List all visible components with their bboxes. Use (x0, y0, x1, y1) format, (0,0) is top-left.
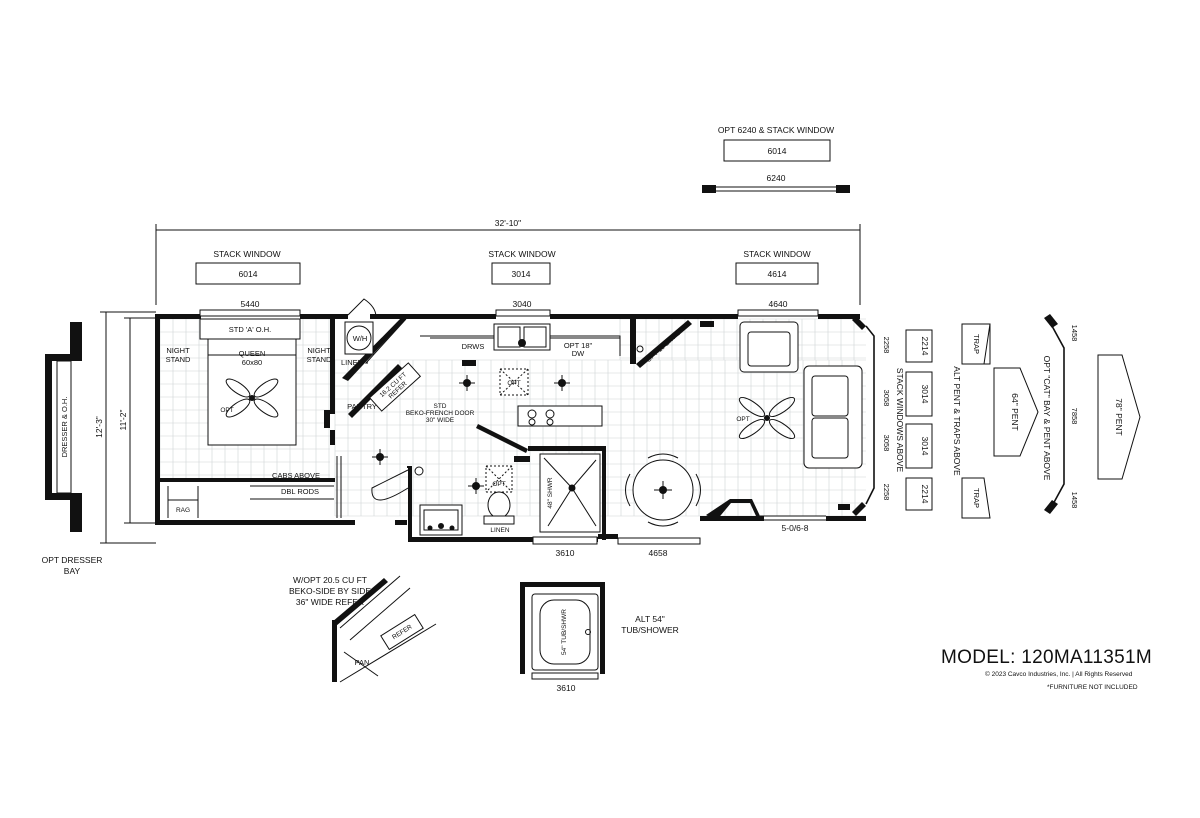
model-title: MODEL: 120MA11351M (941, 647, 1152, 668)
top-window-right-size: 4640 (769, 299, 788, 309)
kitchen-opt-skylight (499, 368, 529, 396)
bottom-dining-window: 4658 (649, 548, 668, 558)
stack-window-left-value: 6014 (239, 269, 258, 279)
model-copyright: © 2023 Cavco Industries, Inc. | All Righ… (985, 670, 1133, 678)
opt-window-wall-right (836, 185, 850, 193)
inner-width-label: 11'-2" (118, 409, 128, 430)
bath-linen-label: LINEN (490, 527, 509, 534)
bathroom: OPT LINEN 48" SHWR (419, 453, 601, 536)
stack-window-right-label: STACK WINDOW (743, 249, 810, 259)
overall-width-label: 12'-3" (94, 416, 104, 438)
stack-window-left-box (195, 262, 301, 285)
overall-length-label: 32'-10" (495, 218, 521, 228)
opt-dw-label: OPT 18"DW (564, 341, 593, 358)
bedroom-light (372, 449, 388, 465)
queen-bed-size: 60x80 (242, 358, 262, 367)
stack-window-right-box (735, 262, 819, 285)
cat-1458-top: 1458 (1070, 325, 1079, 342)
kitchen-sink (493, 323, 551, 351)
range-cooktop (527, 409, 555, 426)
stack-2214-top: 2214 (920, 337, 930, 356)
bedroom-fan-opt: OPT (220, 407, 233, 414)
pantry-label: PANTRY (347, 402, 377, 411)
toilet (487, 491, 511, 519)
stack-window-right-value: 4614 (768, 269, 787, 279)
alt-tub-detail: 54" TUB/SHWR 3610 ALT 54"TUB/SHOWER (520, 582, 679, 693)
living-fan-opt: OPT (736, 416, 749, 423)
queen-bed (207, 338, 297, 446)
trap-top-label: TRAP (972, 334, 981, 354)
water-heater-label: W/H (353, 334, 368, 343)
dbl-rods-label: DBL RODS (281, 487, 319, 496)
overall-length-dimension: 32'-10" (155, 218, 861, 305)
cat-7858: 7858 (1070, 408, 1079, 425)
opt-window-value: 6240 (767, 173, 786, 183)
bay-2258-top: 2258 (882, 337, 891, 354)
stack-window-mid-label: STACK WINDOW (488, 249, 555, 259)
opt-cat-bay: 1458 7858 1458 OPT "CAT" BAY & PENT ABOV… (1042, 314, 1141, 514)
pan-label: PAN (355, 658, 370, 667)
alt-tub-label: ALT 54"TUB/SHOWER (621, 614, 679, 635)
bay-3058-top: 3058 (882, 390, 891, 407)
model-block: MODEL: 120MA11351M © 2023 Cavco Industri… (941, 647, 1152, 691)
stack-3014-bottom: 3014 (920, 437, 930, 456)
bottom-windows: 3610 4658 (199, 309, 819, 558)
dining-table (625, 453, 701, 527)
bay-2258-bottom: 2258 (882, 484, 891, 501)
stack-windows-above-label: STACK WINDOWS ABOVE (895, 368, 905, 473)
bedroom-ceiling-fan (225, 378, 279, 418)
top-window-left-size: 5440 (241, 299, 260, 309)
opt-window-group: OPT 6240 & STACK WINDOW 6014 6240 (702, 125, 850, 193)
std-oh-label: STD 'A' O.H. (229, 325, 271, 334)
bath-opt-label: OPT (492, 481, 505, 488)
shower-label: 48" SHWR (547, 477, 554, 509)
right-door-label: 5-0/6-8 (782, 523, 809, 533)
top-window-mid-size: 3040 (513, 299, 532, 309)
stack-window-mid-value: 3014 (512, 269, 531, 279)
stack-windows-bay: 2214 3014 3014 2214 STACK WINDOWS ABOVE … (895, 323, 1039, 519)
alt-pent-traps-label: ALT PENT & TRAPS ABOVE (952, 366, 962, 476)
bottom-bath-window: 3610 (556, 548, 575, 558)
stack-windows-top: STACK WINDOW 6014 STACK WINDOW 3014 STAC… (195, 249, 819, 309)
stack-window-left-label: STACK WINDOW (213, 249, 280, 259)
pent-78-label: 78" PENT (1114, 398, 1124, 436)
opt-window-wall-left (702, 185, 716, 193)
tub-label: 54" TUB/SHWR (561, 609, 568, 655)
trap-bottom-label: TRAP (972, 488, 981, 508)
opt-stack-window-box (723, 139, 831, 162)
width-dimensions: 12'-3" 11'-2" (94, 311, 156, 544)
opt-cat-bay-label: OPT "CAT" BAY & PENT ABOVE (1042, 356, 1052, 481)
living-room: OPT 5-0/6-8 2258 3058 3058 2258 (625, 321, 891, 533)
rag-label: RAG (176, 507, 190, 514)
living-sofa (803, 365, 863, 469)
opt-stack-window-value: 6014 (768, 146, 787, 156)
pent-64-label: 64" PENT (1010, 393, 1020, 431)
linen-label: LINEN (341, 358, 363, 367)
cat-1458-bottom: 1458 (1070, 492, 1079, 509)
stack-window-mid-box (491, 262, 551, 285)
queen-bed-label: QUEEN (239, 349, 266, 358)
living-ceiling-fan (738, 396, 796, 440)
living-chair (739, 321, 799, 373)
opt-stack-window-label: OPT 6240 & STACK WINDOW (718, 125, 834, 135)
kitchen-opt-label: OPT (507, 380, 520, 387)
cabs-above-label: CABS ABOVE (272, 471, 320, 480)
bay-3058-bottom: 3058 (882, 435, 891, 452)
stack-3014-top: 3014 (920, 385, 930, 404)
drawers-label: DRWS (462, 342, 485, 351)
model-furniture-note: *FURNITURE NOT INCLUDED (1047, 684, 1138, 691)
tub-window-label: 3610 (557, 683, 576, 693)
dresser-oh-label: DRESSER & O.H. (60, 397, 69, 458)
stack-2214-bottom: 2214 (920, 485, 930, 504)
